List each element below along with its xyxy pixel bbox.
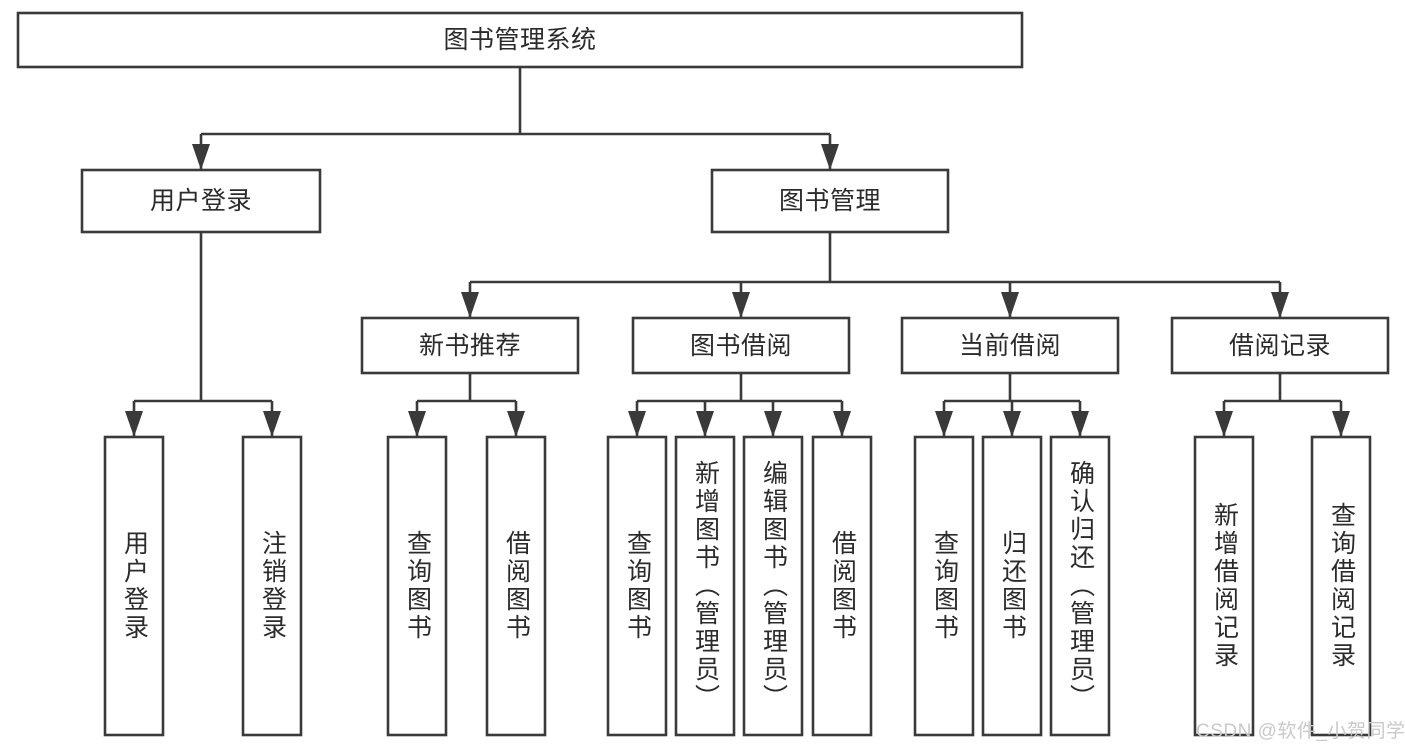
node-box-leaf-query-book-2[interactable] [606,435,668,737]
node-box-borrow-record[interactable] [1170,316,1390,375]
arrow-book-borrow-to-leaf-query-book-2 [628,411,646,437]
node-box-leaf-query-book-3[interactable] [913,435,975,737]
arrow-book-manage-to-borrow-record [1271,292,1289,318]
node-box-user-login[interactable] [80,168,322,234]
arrow-borrow-record-to-leaf-add-record [1215,411,1233,437]
boxes-layer [16,11,1390,737]
arrow-root-to-book-manage [821,144,839,170]
arrow-new-book-rec-to-leaf-borrow-book-1 [507,411,525,437]
arrow-book-borrow-to-leaf-edit-book [764,411,782,437]
node-box-leaf-user-login[interactable] [103,435,165,737]
node-box-new-book-rec[interactable] [360,316,580,375]
arrow-book-borrow-to-leaf-borrow-book-2 [833,411,851,437]
node-box-leaf-logout[interactable] [241,435,303,737]
arrow-current-borrow-to-leaf-query-book-3 [935,411,953,437]
node-box-book-manage[interactable] [710,168,950,234]
node-box-leaf-query-book-1[interactable] [386,435,448,737]
arrow-borrow-record-to-leaf-query-record [1332,411,1350,437]
node-box-leaf-confirm-return[interactable] [1049,435,1111,737]
arrow-new-book-rec-to-leaf-query-book-1 [408,411,426,437]
arrow-book-borrow-to-leaf-add-book [696,411,714,437]
arrow-current-borrow-to-leaf-confirm-return [1071,411,1089,437]
node-box-book-borrow[interactable] [631,316,851,375]
node-box-current-borrow[interactable] [900,316,1120,375]
node-box-leaf-borrow-book-2[interactable] [811,435,873,737]
arrow-book-manage-to-current-borrow [1001,292,1019,318]
arrow-root-to-user-login [192,144,210,170]
arrow-book-manage-to-new-book-rec [461,292,479,318]
node-box-leaf-borrow-book-1[interactable] [485,435,547,737]
watermark: CSDN @软件_小贺同学 [1196,721,1405,742]
node-box-leaf-add-book[interactable] [674,435,736,737]
node-box-leaf-query-record[interactable] [1310,435,1372,737]
node-box-root[interactable] [16,11,1024,69]
arrow-user-login-to-leaf-user-login [125,411,143,437]
node-box-leaf-add-record[interactable] [1193,435,1255,737]
arrow-book-manage-to-book-borrow [732,292,750,318]
arrow-current-borrow-to-leaf-return-book [1003,411,1021,437]
connectors-layer [125,67,1350,437]
arrow-user-login-to-leaf-logout [263,411,281,437]
node-box-leaf-edit-book[interactable] [742,435,804,737]
node-box-leaf-return-book[interactable] [981,435,1043,737]
